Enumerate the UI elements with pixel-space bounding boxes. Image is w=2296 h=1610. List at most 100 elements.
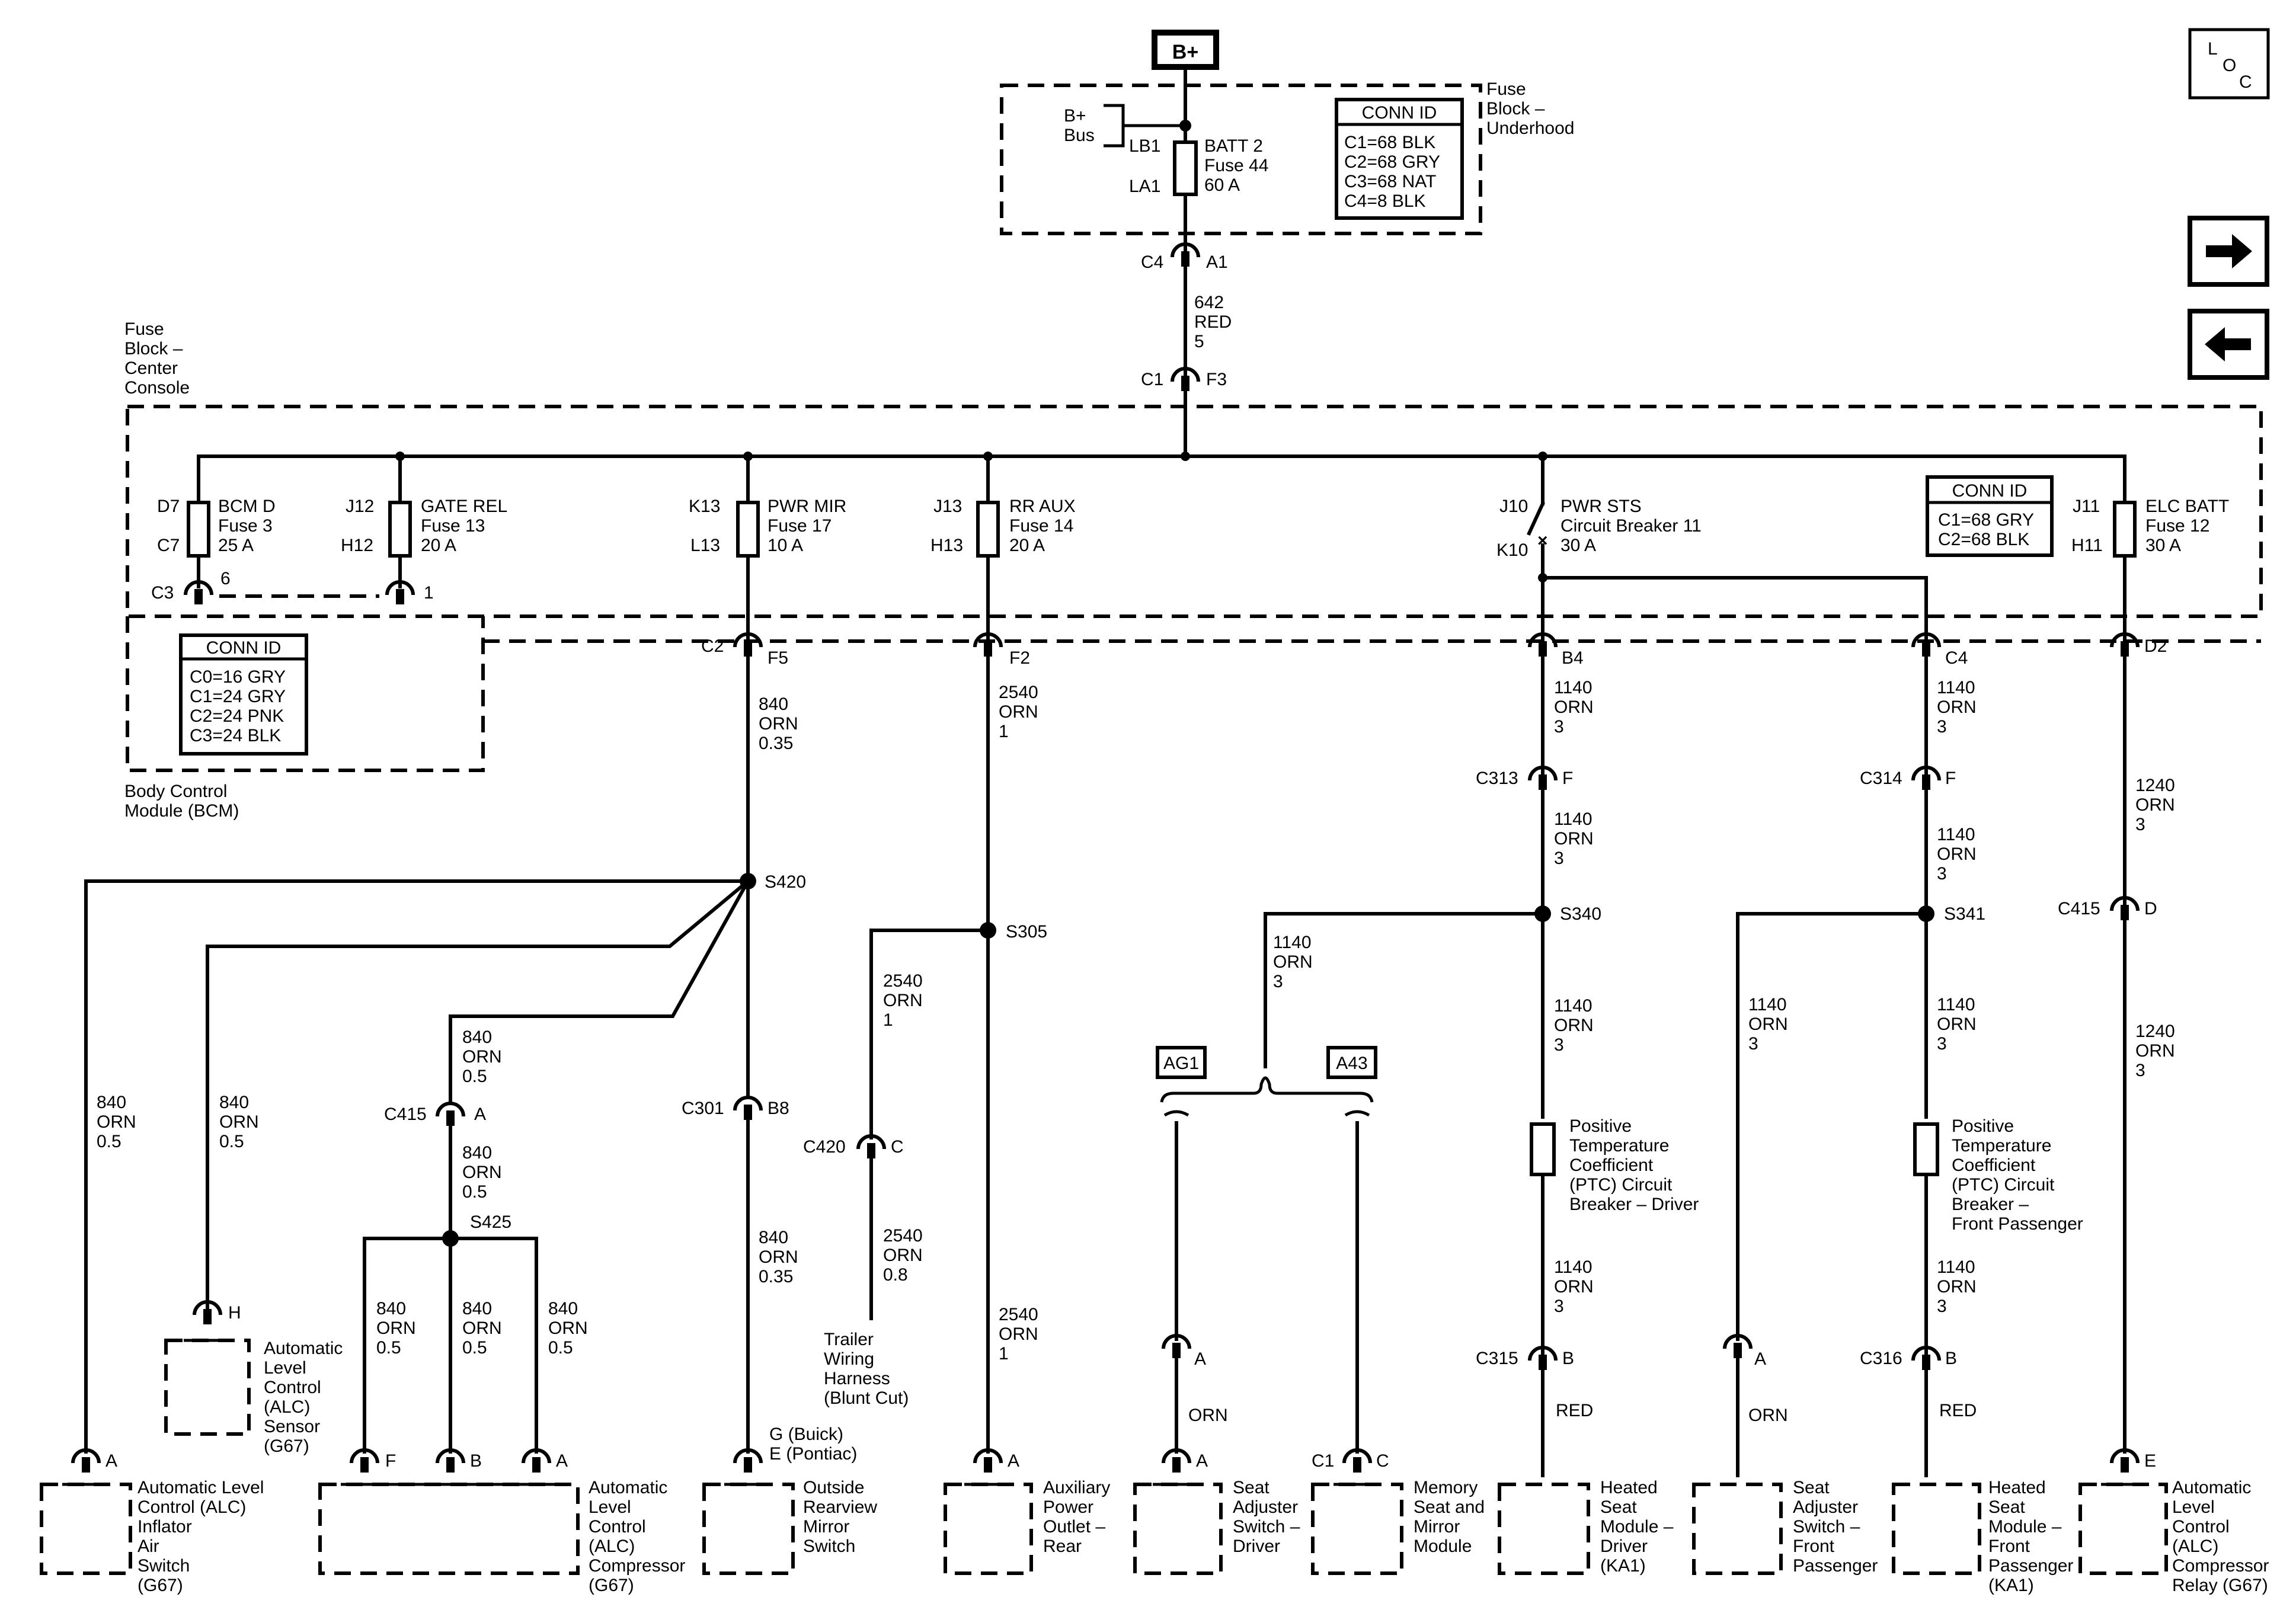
loc-c: C — [2239, 72, 2252, 92]
console-f2: F2 — [1009, 648, 1030, 668]
battery-positive-box: B+ — [1152, 30, 1219, 70]
svg-text:C313: C313 — [1476, 769, 1518, 788]
svg-text:F: F — [1562, 769, 1573, 788]
underhood-conn-title: CONN ID — [1362, 103, 1437, 123]
svg-text:J10: J10 — [1499, 497, 1528, 516]
svg-text:A: A — [474, 1105, 486, 1124]
svg-text:A: A — [1196, 1451, 1208, 1471]
body-control-module: CONN ID C0=16 GRY C1=24 GRY C2=24 PNK C3… — [124, 616, 485, 821]
svg-text:C316: C316 — [1860, 1349, 1902, 1368]
svg-text:J11: J11 — [2073, 497, 2100, 516]
svg-text:F: F — [385, 1451, 396, 1471]
underhood-la1-pin: LA1 — [1129, 177, 1160, 196]
svg-text:S425: S425 — [470, 1212, 511, 1232]
svg-text:ORN: ORN — [1748, 1406, 1788, 1425]
loc-o: O — [2223, 56, 2236, 75]
fuse-block-underhood: Fuse Block – Underhood B+ Bus LB1 LA1 BA… — [1000, 65, 1574, 257]
svg-text:S420: S420 — [765, 872, 806, 892]
svg-text:C301: C301 — [682, 1099, 724, 1118]
location-button[interactable]: L O C — [2188, 28, 2270, 100]
underhood-c4: C4 — [1141, 252, 1163, 272]
svg-text:B8: B8 — [768, 1099, 789, 1118]
svg-text:S341: S341 — [1944, 904, 1985, 924]
svg-text:G (Buick): G (Buick) — [769, 1425, 843, 1444]
svg-text:C420: C420 — [803, 1137, 846, 1157]
svg-text:K10: K10 — [1496, 540, 1528, 560]
underhood-conn-list: C1=68 BLK C2=68 GRY C3=68 NAT C4=8 BLK — [1344, 133, 1445, 211]
svg-text:ORN: ORN — [1188, 1406, 1228, 1425]
svg-text:A: A — [105, 1451, 117, 1471]
svg-text:C415: C415 — [384, 1105, 427, 1124]
console-f5: F5 — [768, 648, 788, 668]
bcm-conn-title: CONN ID — [206, 638, 282, 658]
svg-text:C1: C1 — [1312, 1451, 1334, 1471]
svg-text:C315: C315 — [1476, 1349, 1518, 1368]
svg-text:H13: H13 — [930, 536, 963, 555]
console-c1: C1 — [1141, 370, 1163, 389]
underhood-a1: A1 — [1206, 252, 1228, 272]
next-page-button[interactable] — [2188, 216, 2269, 287]
console-b4: B4 — [1562, 648, 1584, 668]
svg-text:B: B — [1945, 1349, 1957, 1368]
svg-text:J13: J13 — [933, 497, 962, 516]
option-a43: A43 — [1336, 1054, 1367, 1073]
console-d2: D2 — [2144, 636, 2167, 656]
batt2-fuse-label: BATT 2 Fuse 44 60 A — [1204, 136, 1274, 195]
console-conn-list: C1=68 GRY C2=68 BLK — [1938, 510, 2039, 549]
svg-text:A: A — [556, 1451, 568, 1471]
ptc-driver — [1530, 1122, 1556, 1176]
option-ag1: AG1 — [1163, 1054, 1199, 1073]
loc-l: L — [2208, 39, 2218, 59]
underhood-title: Fuse Block – Underhood — [1486, 79, 1574, 138]
svg-text:A: A — [1754, 1349, 1766, 1369]
previous-page-button[interactable] — [2188, 309, 2269, 380]
bcm-pin-1: 1 — [424, 583, 434, 603]
svg-text:E (Pontiac): E (Pontiac) — [769, 1444, 857, 1464]
svg-text:S340: S340 — [1560, 904, 1601, 924]
svg-text:A: A — [1008, 1451, 1019, 1471]
